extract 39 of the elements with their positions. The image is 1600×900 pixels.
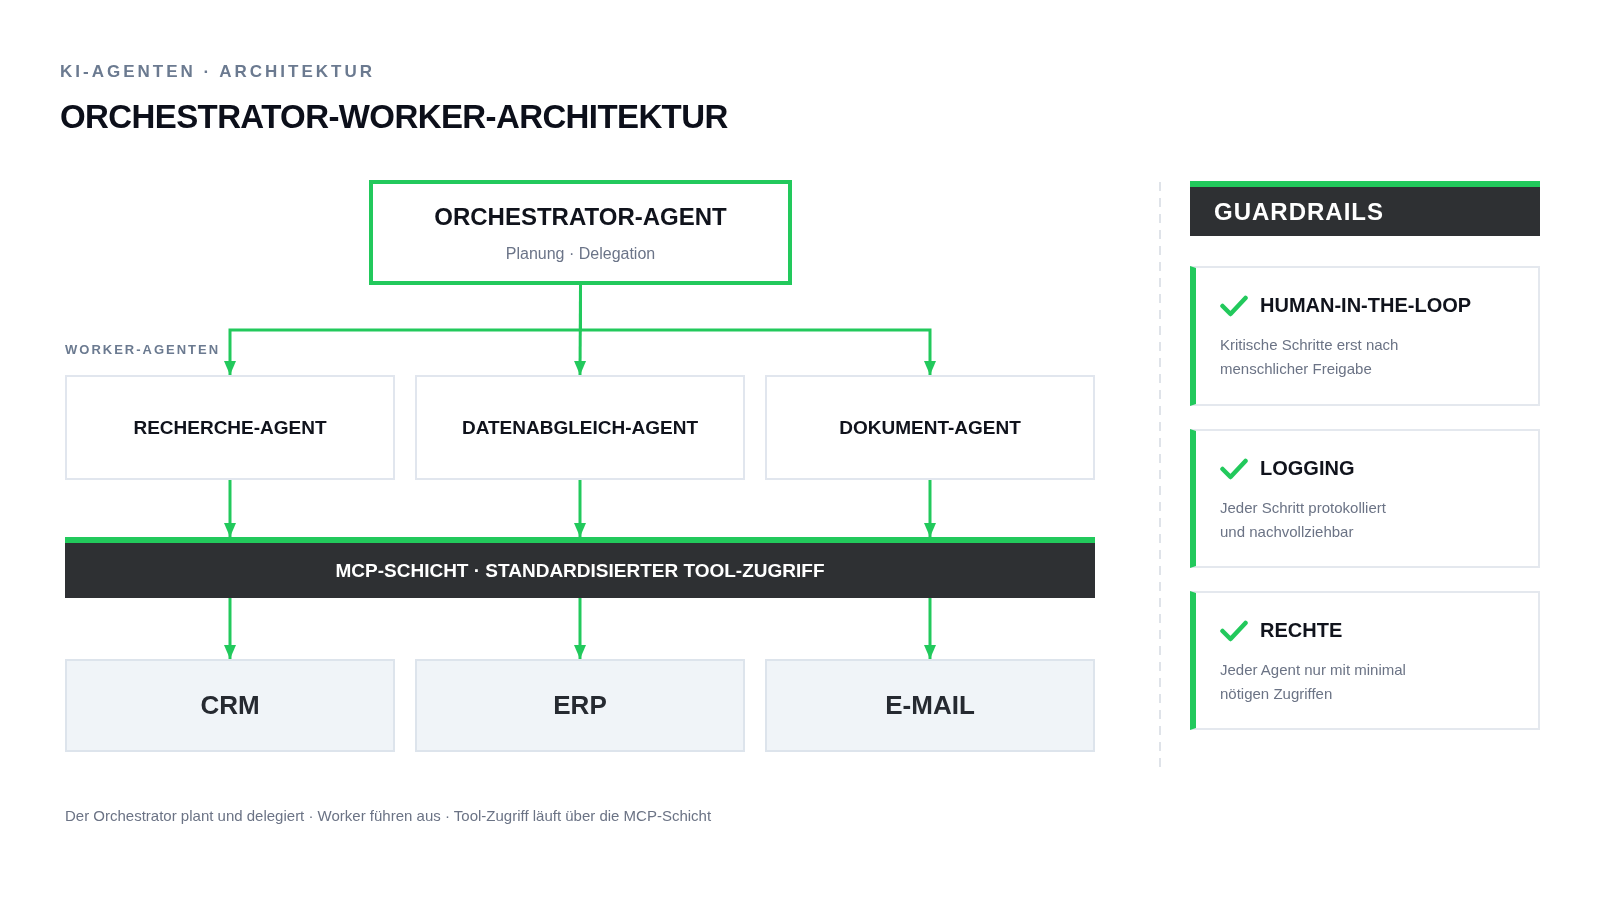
card-description: Kritische Schritte erst nach menschlicher Freigabe: [1220, 335, 1400, 379]
orchestrator-box: [369, 180, 792, 285]
guardrail-card: [1190, 266, 1540, 406]
guardrail-card: [1190, 429, 1540, 568]
card-heading: LOGGING: [1260, 457, 1355, 480]
box-title: DATENABGLEICH-AGENT: [461, 416, 699, 439]
system-box: [65, 659, 395, 752]
box-title: RECHERCHE-AGENT: [133, 416, 327, 439]
agent-box: [415, 375, 745, 480]
box-title: CRM: [200, 690, 260, 721]
kicker-text: KI-AGENTEN · ARCHITEKTUR: [60, 62, 376, 82]
system-box: [765, 659, 1095, 752]
arrow: [924, 598, 936, 659]
card-heading: HUMAN-IN-THE-LOOP: [1260, 294, 1472, 317]
layer-bar: [65, 537, 1095, 598]
arrow: [224, 480, 236, 537]
section-header: [1190, 181, 1540, 236]
arrow: [574, 480, 586, 537]
card-description: Jeder Agent nur mit minimal nötigen Zugriffen: [1220, 660, 1407, 704]
section-label: WORKER-AGENTEN: [65, 342, 221, 357]
layer-title: MCP-SCHICHT · STANDARDISIERTER TOOL-ZUGRIFF: [335, 559, 825, 582]
guardrail-card: [1190, 591, 1540, 730]
page-title: ORCHESTRATOR-WORKER-ARCHITEKTUR: [60, 98, 728, 136]
agent-box: [765, 375, 1095, 480]
arrow: [579, 285, 936, 375]
agent-box: [65, 375, 395, 480]
arrow: [924, 480, 936, 537]
box-subtitle: Planung · Delegation: [505, 244, 656, 263]
box-title: DOKUMENT-AGENT: [839, 416, 1021, 439]
caption-text: Der Orchestrator plant und delegiert · Worker führen aus · Tool-Zugriff läuft über die MCP-Schicht: [65, 807, 712, 824]
box-title: ERP: [553, 690, 607, 721]
box-title: ORCHESTRATOR-AGENT: [434, 202, 727, 231]
arrow: [224, 598, 236, 659]
arrow: [574, 598, 586, 659]
header-title: GUARDRAILS: [1214, 197, 1384, 226]
box-title: E-MAIL: [885, 690, 975, 721]
system-box: [415, 659, 745, 752]
card-description: Jeder Schritt protokolliert und nachvollziehbar: [1220, 498, 1387, 542]
card-heading: RECHTE: [1260, 619, 1343, 642]
